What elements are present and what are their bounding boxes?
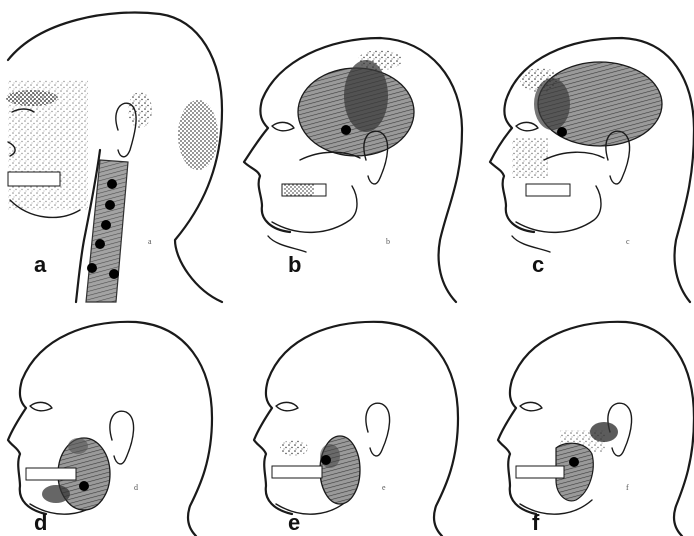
panel-label: a: [34, 252, 47, 277]
trigger-point: [95, 239, 105, 249]
panel-c: c c: [490, 38, 694, 302]
panel-mini-label: c: [626, 237, 630, 246]
panel-e: e e: [254, 322, 458, 536]
eye-icon: [276, 402, 298, 410]
panel-b: b b: [244, 38, 462, 302]
trigger-point: [105, 200, 115, 210]
pain-area-occiput: [178, 100, 218, 170]
teeth-icon: [8, 172, 60, 186]
pain-area-maxilla: [68, 438, 88, 454]
pain-area-temple: [344, 60, 388, 132]
panel-label: c: [532, 252, 544, 277]
zygomatic-arch: [544, 152, 604, 160]
trigger-point: [109, 269, 119, 279]
eye-icon: [520, 402, 542, 410]
face-profile: [244, 100, 290, 232]
panel-f: f f: [498, 322, 694, 536]
pain-area-cheek: [512, 138, 548, 178]
panel-d: d d: [8, 322, 212, 536]
teeth-icon: [26, 468, 76, 480]
eye-icon: [30, 402, 52, 410]
panel-mini-label: a: [148, 237, 152, 246]
ear-icon: [366, 403, 390, 456]
face-profile: [498, 380, 536, 514]
head-outline: [268, 322, 458, 536]
panel-label: d: [34, 510, 47, 535]
panel-label: f: [532, 510, 540, 535]
trigger-point: [87, 263, 97, 273]
panel-label: e: [288, 510, 300, 535]
teeth-icon: [272, 466, 322, 478]
eye-icon: [272, 122, 294, 130]
panel-a: a a: [6, 13, 222, 302]
trigger-point: [341, 125, 351, 135]
ear-icon: [110, 411, 134, 464]
pain-area-cheek: [280, 440, 308, 456]
panel-mini-label: b: [386, 237, 390, 246]
trigger-point: [557, 127, 567, 137]
pain-area-forehead: [520, 68, 560, 92]
pain-area-scalp: [358, 50, 402, 70]
chin-neck-line: [268, 236, 306, 252]
pain-area-mandible: [42, 485, 70, 503]
head-outline: [22, 322, 212, 536]
pain-area-brow: [6, 90, 58, 106]
trigger-point: [569, 457, 579, 467]
panel-mini-label: f: [626, 483, 629, 492]
sternocleidomastoid-muscle: [86, 160, 128, 302]
teeth-icon: [526, 184, 570, 196]
trigger-point: [101, 220, 111, 230]
trigger-point: [79, 481, 89, 491]
pain-area-ear: [128, 92, 152, 128]
eye-icon: [516, 122, 538, 130]
pain-area-teeth: [284, 184, 314, 196]
panel-mini-label: e: [382, 483, 386, 492]
panel-label: b: [288, 252, 301, 277]
trigger-point: [107, 179, 117, 189]
panel-mini-label: d: [134, 483, 138, 492]
trigger-point: [321, 455, 331, 465]
teeth-icon: [516, 466, 564, 478]
chin-neck-line: [512, 236, 550, 252]
face-profile: [8, 380, 46, 514]
